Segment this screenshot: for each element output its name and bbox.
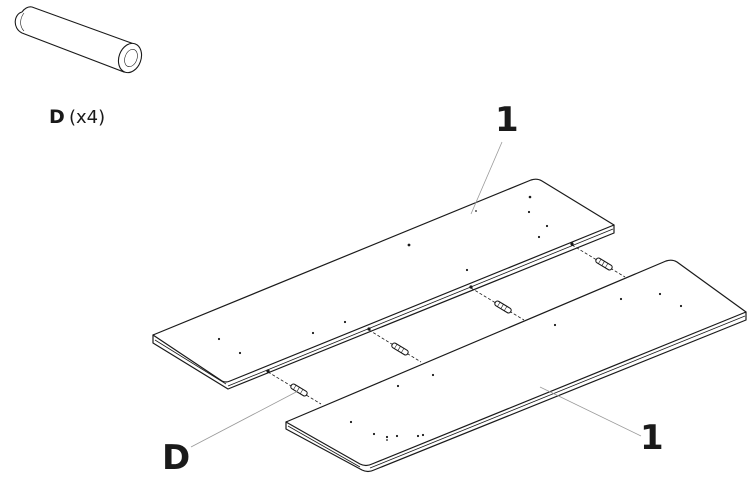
leader-board-upper bbox=[470, 141, 503, 215]
board-upper-callout: 1 bbox=[495, 100, 519, 140]
dowel-callout: D bbox=[162, 438, 190, 478]
dowel-part-letter: D bbox=[49, 106, 65, 128]
board-lower-callout: 1 bbox=[640, 418, 664, 458]
dowel-insertion-guides bbox=[267, 244, 626, 405]
dowel-part-illustration bbox=[14, 6, 143, 74]
leader-board-lower bbox=[539, 386, 642, 437]
dowel-icon bbox=[494, 300, 512, 314]
board-lower bbox=[285, 259, 747, 473]
dowel-part-quantity: (x4) bbox=[69, 107, 105, 128]
leader-dowel bbox=[190, 390, 299, 448]
board-upper bbox=[152, 178, 615, 390]
dowel-icon bbox=[595, 257, 613, 271]
dowel-icon bbox=[290, 383, 308, 397]
dowel-icon bbox=[391, 342, 409, 356]
